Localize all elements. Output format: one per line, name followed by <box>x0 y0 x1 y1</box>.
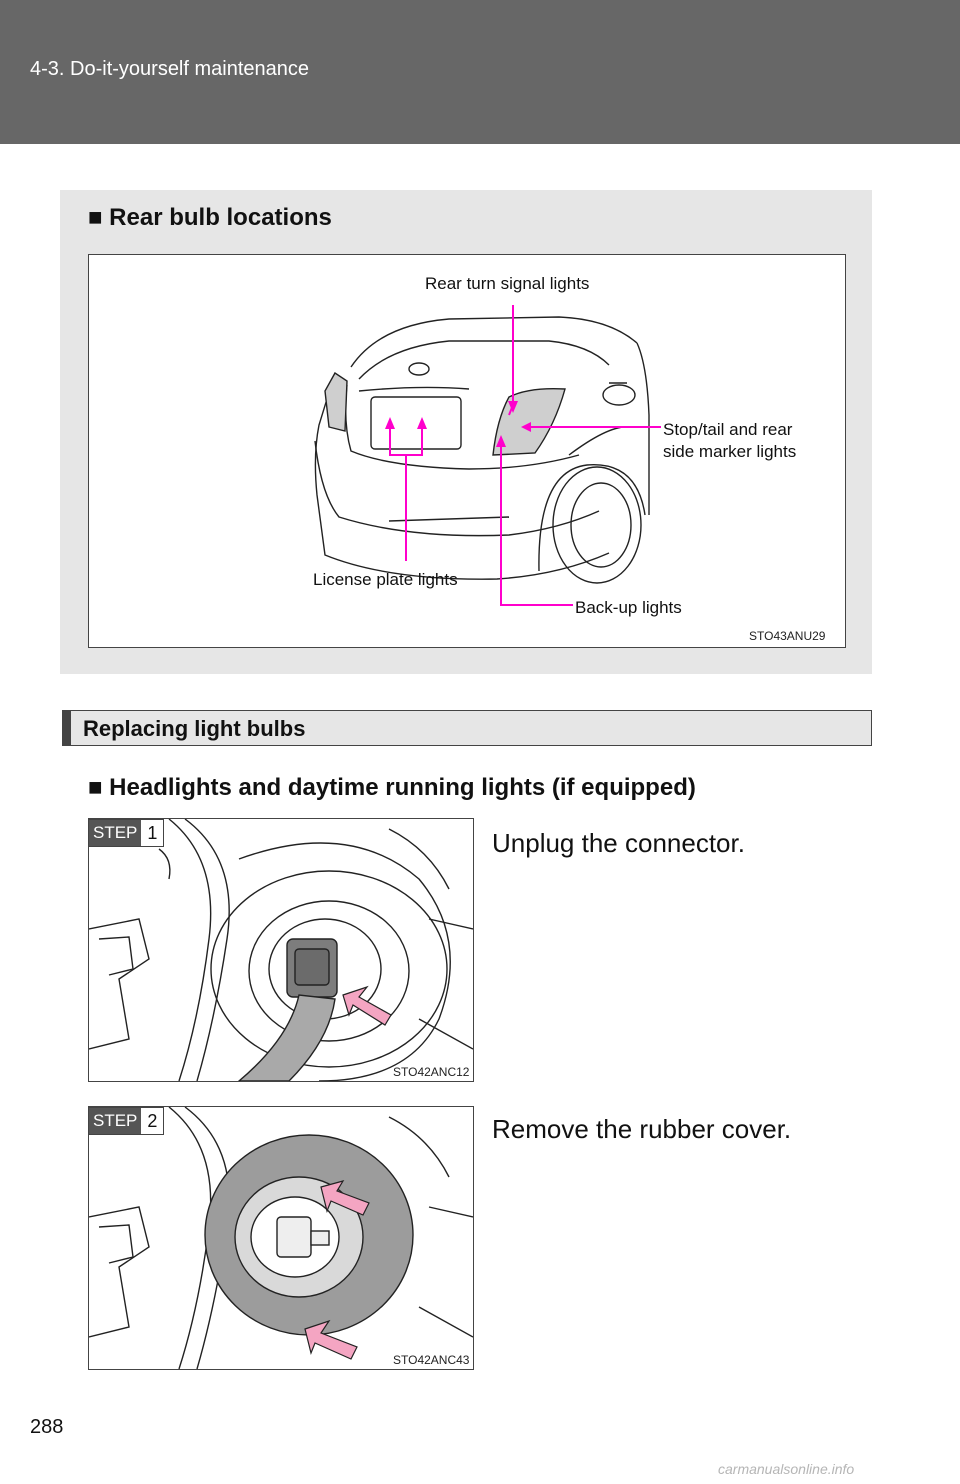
backup-lights-label: Back-up lights <box>575 598 682 617</box>
pull-arrow <box>342 985 392 1026</box>
callout-lines <box>389 305 661 606</box>
step2-figure: STO42ANC43 <box>88 1106 474 1370</box>
rear-turn-signal-label: Rear turn signal lights <box>425 274 590 293</box>
step2-word: STEP <box>89 1108 142 1134</box>
connector-plug <box>237 938 338 1081</box>
car-rear-illustration <box>314 305 661 606</box>
watermark: carmanualsonline.info <box>718 1461 855 1477</box>
figure-code: STO43ANU29 <box>749 629 826 643</box>
step1-badge: STEP 1 <box>88 819 165 847</box>
section-title: 4-3. Do-it-yourself maintenance <box>30 58 310 80</box>
car-body-outline <box>314 316 650 584</box>
cover-arrow-bottom <box>304 1319 358 1360</box>
page-number: 288 <box>30 1416 64 1438</box>
step2-text: Remove the rubber cover. <box>492 1114 792 1144</box>
step1-figure: STO42ANC12 <box>88 818 474 1082</box>
step1-text: Unplug the connector. <box>492 828 745 858</box>
license-plate-label: License plate lights <box>313 570 458 589</box>
headlights-subheading: ■ Headlights and daytime running lights … <box>88 774 696 801</box>
rear-bulb-heading: ■ Rear bulb locations <box>88 204 332 231</box>
step1-word: STEP <box>89 820 142 846</box>
rubber-cover-illustration <box>89 1107 473 1369</box>
callout-arrowheads <box>385 401 531 447</box>
rubber-cover <box>204 1134 414 1336</box>
step2-figure-code: STO42ANC43 <box>393 1353 470 1367</box>
stop-tail-label-line2: side marker lights <box>663 442 797 461</box>
section-bar-accent <box>63 711 71 745</box>
cover-arrow-top <box>320 1180 370 1216</box>
page-header: 4-3. Do-it-yourself maintenance <box>0 0 960 144</box>
step1-figure-code: STO42ANC12 <box>393 1065 470 1079</box>
stop-tail-label-line1: Stop/tail and rear <box>663 420 793 439</box>
step2-badge: STEP 2 <box>88 1107 165 1135</box>
rear-bulb-figure: Rear turn signal lights Stop/tail and re… <box>88 254 846 648</box>
section-bar: Replacing light bulbs <box>62 710 872 746</box>
connector-illustration <box>89 819 473 1081</box>
step2-number: 2 <box>147 1111 158 1131</box>
section-title-replacing: Replacing light bulbs <box>83 716 306 741</box>
step1-number: 1 <box>147 823 158 843</box>
